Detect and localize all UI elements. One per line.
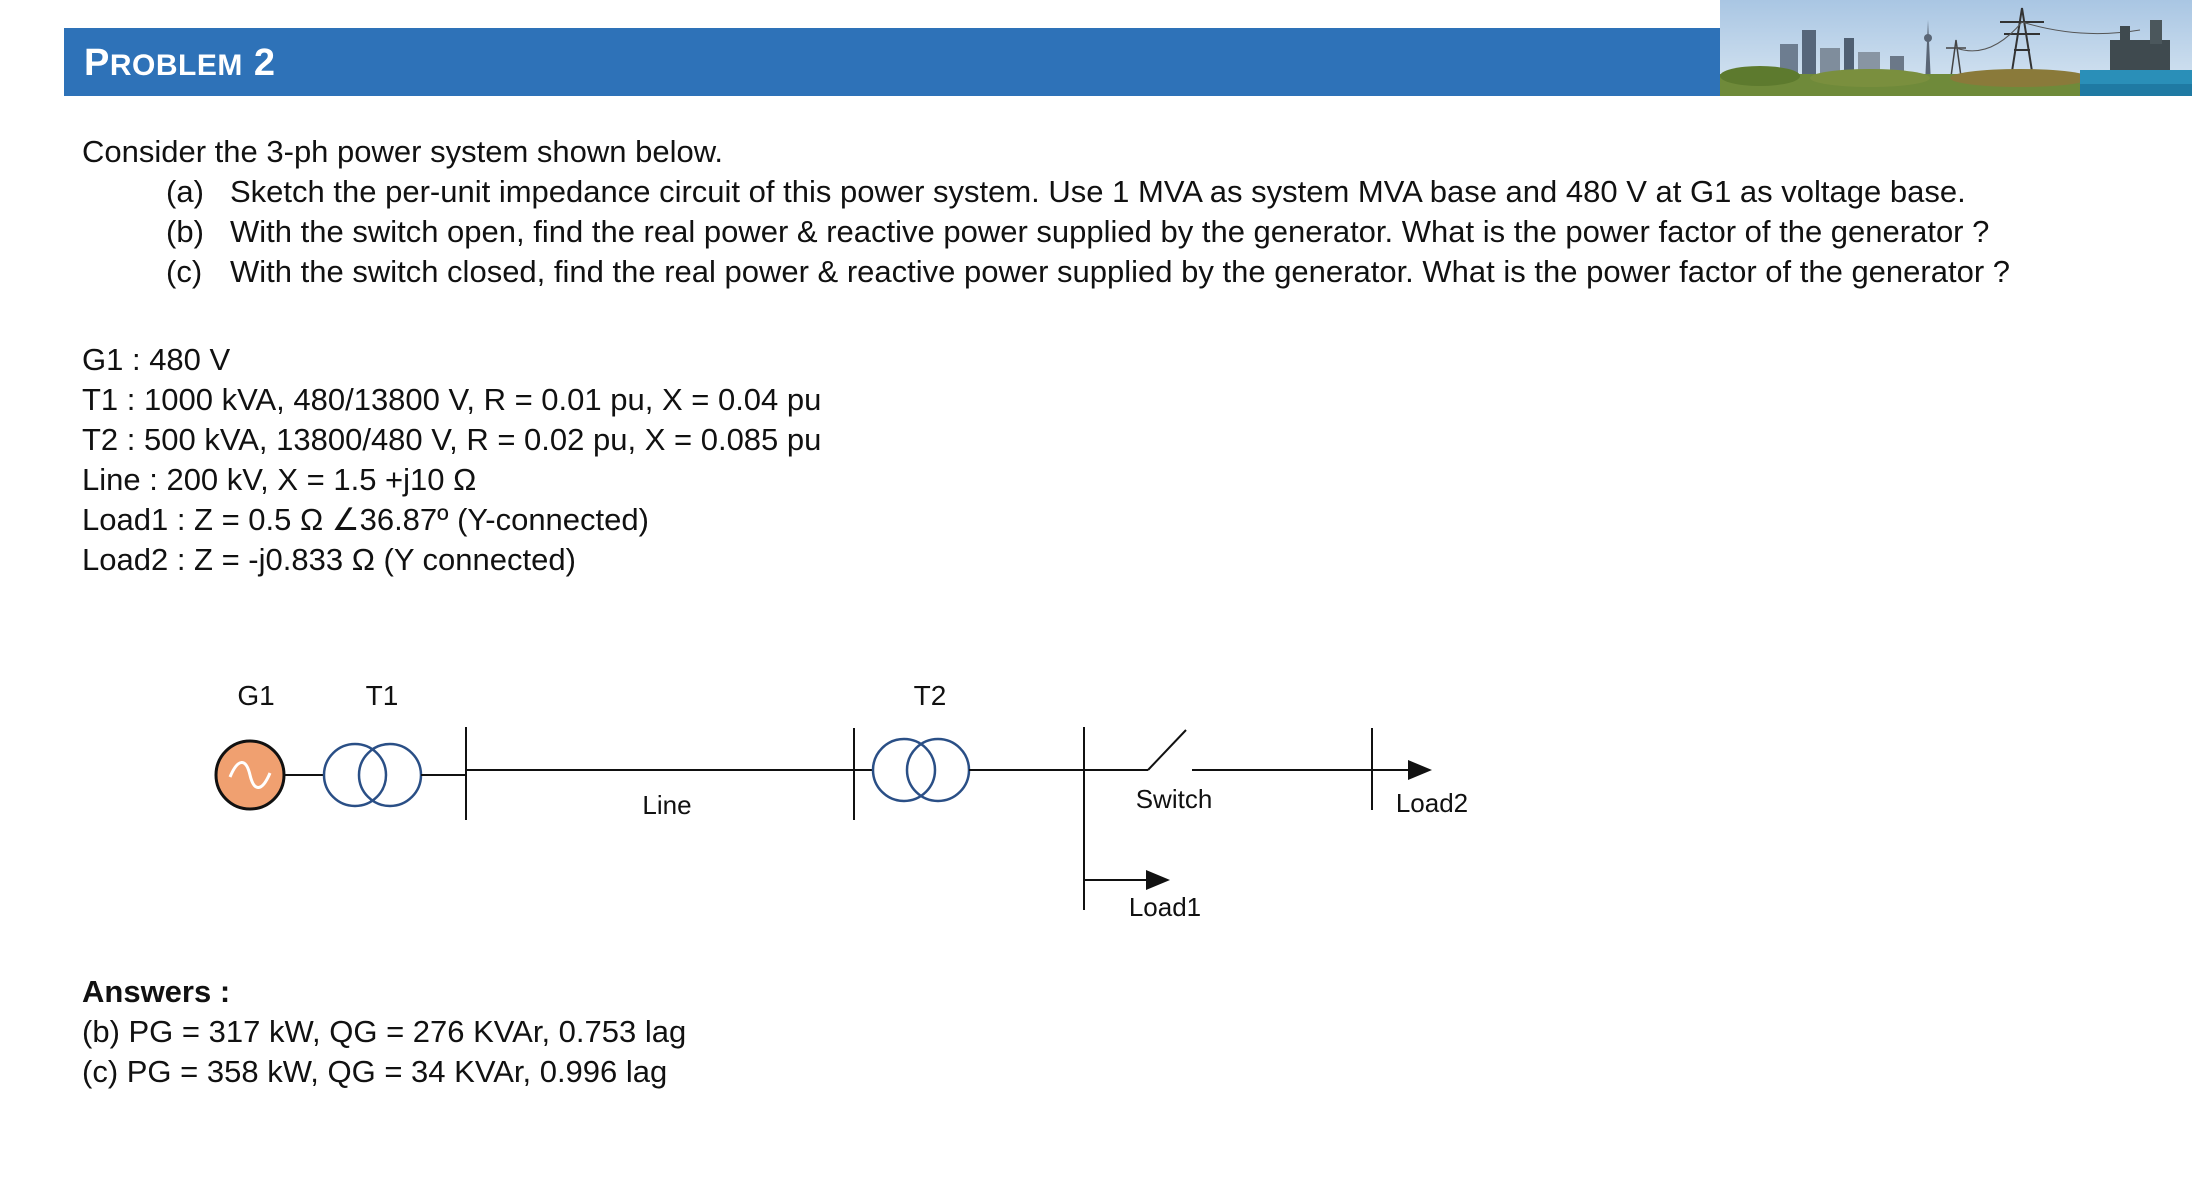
t2-transformer-symbol <box>871 737 971 803</box>
g1-label: G1 <box>237 680 274 711</box>
answer-b: (b) PG = 317 kW, QG = 276 KVAr, 0.753 la… <box>82 1014 687 1049</box>
problem-title: PROBLEM 2 <box>84 38 276 88</box>
question-a: (a) Sketch the per-unit impedance circuit… <box>166 172 2010 212</box>
given-line: Line : 200 kV, X = 1.5 +j10 Ω <box>82 462 477 497</box>
question-c: (c) With the switch closed, find the real… <box>166 252 2010 292</box>
one-line-diagram: G1 T1 T2 Line Switch <box>180 670 1520 945</box>
t2-label: T2 <box>914 680 947 711</box>
t1-label: T1 <box>366 680 399 711</box>
generator-symbol <box>214 739 286 811</box>
switch-symbol <box>1147 729 1187 771</box>
load2-label: Load2 <box>1396 788 1468 818</box>
title-rest: ROBLEM <box>109 49 243 82</box>
question-text: Sketch the per-unit impedance circuit of… <box>230 174 1966 209</box>
load2-arrow <box>1408 760 1432 780</box>
given-load2: Load2 : Z = -j0.833 Ω (Y connected) <box>82 542 576 577</box>
given-t2: T2 : 500 kVA, 13800/480 V, R = 0.02 pu, … <box>82 422 822 457</box>
given-data: G1 : 480 V T1 : 1000 kVA, 480/13800 V, R… <box>82 340 821 580</box>
given-g1: G1 : 480 V <box>82 342 231 377</box>
t1-transformer-symbol <box>322 742 423 808</box>
title-first-letter: P <box>84 42 110 84</box>
load1-label: Load1 <box>1129 892 1201 922</box>
answers-section: Answers : (b) PG = 317 kW, QG = 276 KVAr… <box>82 972 686 1092</box>
question-text: With the switch closed, find the real po… <box>230 254 2011 289</box>
question-b: (b) With the switch open, find the real p… <box>166 212 2010 252</box>
switch-label: Switch <box>1136 784 1213 814</box>
given-load1: Load1 : Z = 0.5 Ω ∠36.87º (Y-connected) <box>82 502 649 537</box>
question-tag: (c) <box>166 254 203 289</box>
question-text: With the switch open, find the real powe… <box>230 214 1990 249</box>
load1-arrow <box>1146 870 1170 890</box>
answer-c: (c) PG = 358 kW, QG = 34 KVAr, 0.996 lag <box>82 1054 668 1089</box>
question-tag: (a) <box>166 174 204 209</box>
line-label: Line <box>642 790 691 820</box>
question-tag: (b) <box>166 214 204 249</box>
answers-title: Answers : <box>82 974 231 1009</box>
power-plant-skyline-photo <box>1720 0 2192 96</box>
problem-intro: Consider the 3-ph power system shown bel… <box>82 134 723 169</box>
given-t1: T1 : 1000 kVA, 480/13800 V, R = 0.01 pu,… <box>82 382 822 417</box>
question-list: (a) Sketch the per-unit impedance circuit… <box>166 172 2010 292</box>
title-number: 2 <box>253 42 276 84</box>
